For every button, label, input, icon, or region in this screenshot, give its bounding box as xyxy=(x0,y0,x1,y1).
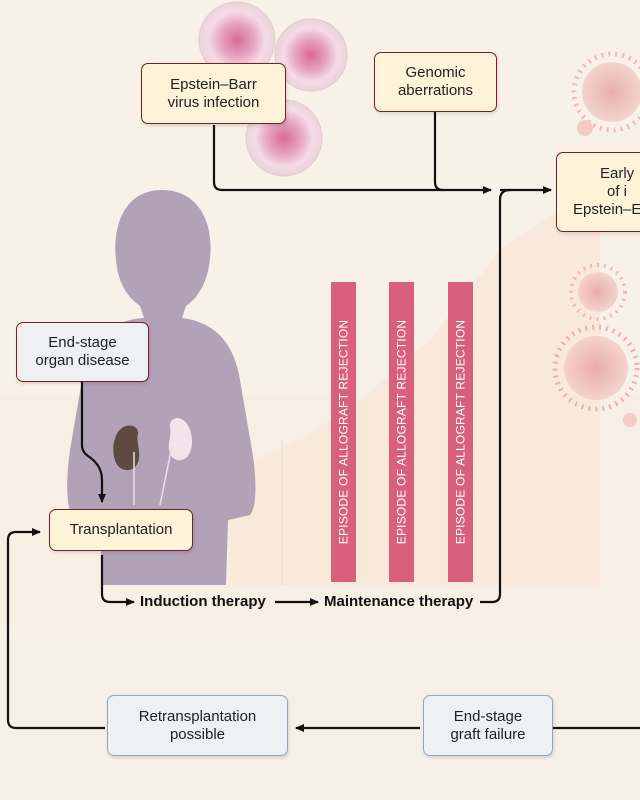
rejection-bar-1: EPISODE OF ALLOGRAFT REJECTION xyxy=(331,282,356,582)
graft-failure-box: End-stage graft failure xyxy=(423,695,553,756)
rejection-bar-1-label: EPISODE OF ALLOGRAFT REJECTION xyxy=(336,319,351,545)
retransplantation-line2: possible xyxy=(169,725,226,743)
virus-icon xyxy=(552,51,640,427)
early-line2: of i xyxy=(607,183,628,200)
genomic-line1: Genomic xyxy=(405,64,466,81)
ebv-line1: Epstein–Barr xyxy=(170,75,257,93)
early-ebv-box: Early of i Epstein–E xyxy=(556,152,640,232)
early-line1: Early xyxy=(600,165,635,182)
rejection-bar-3-label: EPISODE OF ALLOGRAFT REJECTION xyxy=(453,319,468,545)
rejection-bar-3: EPISODE OF ALLOGRAFT REJECTION xyxy=(448,282,473,582)
retransplantation-box: Retransplantation possible xyxy=(107,695,288,756)
kidney-icon xyxy=(113,418,193,506)
rejection-bar-2-label: EPISODE OF ALLOGRAFT REJECTION xyxy=(394,319,409,545)
ebv-infection-box: Epstein–Barr virus infection xyxy=(141,63,286,124)
early-line3: Epstein–E xyxy=(573,201,640,218)
induction-therapy-label: Induction therapy xyxy=(140,593,266,610)
transplantation-label: Transplantation xyxy=(69,521,173,538)
organ-line1: End-stage xyxy=(48,334,117,351)
end-stage-organ-disease-box: End-stage organ disease xyxy=(16,322,149,382)
genomic-aberrations-box: Genomic aberrations xyxy=(374,52,497,112)
graft-failure-line1: End-stage xyxy=(453,707,523,725)
organ-line2: organ disease xyxy=(35,352,130,369)
rejection-bar-2: EPISODE OF ALLOGRAFT REJECTION xyxy=(389,282,414,582)
transplantation-box: Transplantation xyxy=(49,509,193,551)
genomic-line2: aberrations xyxy=(397,82,474,99)
maintenance-therapy-label: Maintenance therapy xyxy=(324,593,474,610)
graft-failure-line2: graft failure xyxy=(450,725,526,743)
patient-silhouette-icon xyxy=(67,190,256,585)
ebv-line2: virus infection xyxy=(167,93,260,111)
retransplantation-line1: Retransplantation xyxy=(138,707,257,725)
b-cell-icon xyxy=(198,1,348,177)
